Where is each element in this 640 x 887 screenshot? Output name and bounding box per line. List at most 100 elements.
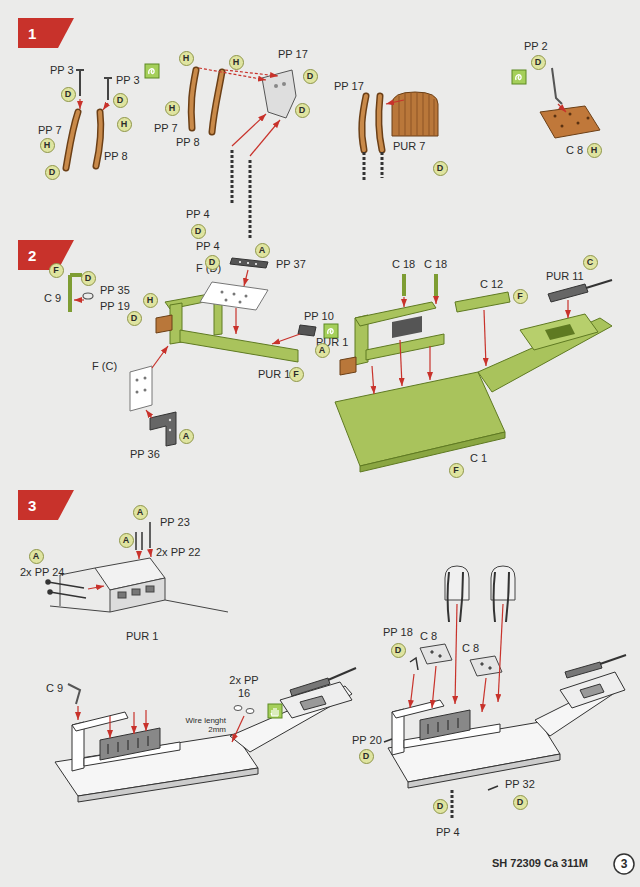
paint-code-badge: F (449, 463, 464, 478)
flag-shape (18, 18, 74, 48)
seat-cushion (540, 106, 600, 138)
green-part (68, 684, 80, 704)
badge-circle (255, 243, 269, 257)
assembly-arrow (152, 346, 168, 368)
part-label: C 12 (480, 278, 503, 291)
badge-circle (205, 255, 219, 269)
part-label: PP 19 (100, 300, 130, 313)
belt-chain (364, 152, 382, 180)
seat-cushion (420, 644, 502, 676)
etched-panel (239, 261, 241, 263)
badge-circle (127, 311, 141, 325)
instrument-block (392, 316, 422, 338)
cockpit-assembly (78, 768, 258, 802)
part-label: 2x PP 16 (224, 674, 264, 699)
cockpit-assembly (108, 736, 148, 754)
paint-code-badge: D (45, 165, 60, 180)
paint-code: H (183, 53, 190, 63)
paint-code: A (183, 431, 190, 441)
assembly-arrow (250, 120, 280, 156)
part-label: PUR 1 (258, 368, 290, 381)
paint-code: D (437, 163, 444, 173)
part-label: PP 7 (154, 122, 178, 135)
small-ring (83, 293, 93, 299)
part-label: PP 17 (334, 80, 364, 93)
assembly-arrow (482, 678, 486, 712)
seat-belt-strap (212, 72, 222, 132)
cockpit-detail (110, 578, 165, 612)
cockpit-detail (50, 568, 228, 612)
paint-code: A (259, 245, 266, 255)
seat-cushion (439, 655, 441, 657)
assembly-arrow (225, 70, 278, 76)
cockpit-assembly (300, 696, 326, 710)
part-label: C 8 (566, 144, 583, 157)
paint-code-badge: A (133, 505, 148, 520)
assembly-arrow (372, 366, 374, 394)
badge-circle (133, 505, 147, 519)
belt-frame (262, 70, 296, 118)
paint-code-badge: C (583, 255, 598, 270)
decal-panel (200, 282, 268, 310)
paint-code: F (517, 291, 523, 301)
decal-panel (225, 299, 228, 302)
decal-panel (245, 295, 248, 298)
seat-back (399, 92, 434, 136)
part-label: PP 23 (160, 516, 190, 529)
paint-code: D (195, 226, 202, 236)
part-label: C 1 (470, 452, 487, 465)
paint-code: D (307, 71, 314, 81)
cockpit-assembly (420, 710, 470, 740)
cockpit-detail (118, 592, 126, 598)
paint-code-badge: H (587, 143, 602, 158)
gun-part (586, 280, 612, 288)
cockpit-assembly (100, 728, 160, 760)
cockpit-assembly (55, 668, 356, 802)
cockpit-assembly (392, 700, 444, 718)
step-flag: 3 (18, 490, 74, 520)
seat-belt-strap (96, 112, 101, 166)
seat-cushion (431, 651, 433, 653)
badge-circle (179, 429, 193, 443)
assembly-arrow (567, 300, 568, 318)
green-part (70, 275, 82, 312)
paint-code: D (49, 167, 56, 177)
paint-code: F (453, 465, 459, 475)
badge-circle (61, 87, 75, 101)
paint-code-badge: H (179, 51, 194, 66)
badge-circle (179, 51, 193, 65)
lens-part (234, 706, 242, 711)
assembly-arrow (133, 712, 134, 734)
paint-code-badge: A (315, 343, 330, 358)
decal-panel (200, 282, 268, 310)
paint-code: H (121, 119, 128, 129)
part-label: PP 8 (176, 136, 200, 149)
paint-code: H (233, 57, 240, 67)
badge-circle (81, 271, 95, 285)
seat-lever (552, 68, 562, 104)
paint-code-badge: D (531, 55, 546, 70)
assembly-arrow (484, 310, 486, 366)
etched-panel (230, 258, 268, 268)
paint-code: D (535, 57, 542, 67)
cockpit-detail (132, 589, 140, 595)
lens-part (246, 709, 254, 714)
paint-code: D (131, 313, 138, 323)
badge-circle (315, 343, 329, 357)
glue-icon (516, 75, 521, 80)
belt-chain (232, 150, 382, 240)
small-pin (384, 658, 498, 790)
paint-code-badge: A (179, 429, 194, 444)
paint-code: D (209, 257, 216, 267)
assembly-arrow (77, 706, 78, 720)
seat-belt-strap (66, 70, 382, 168)
paint-code-badge: A (119, 533, 134, 548)
paint-code: F (53, 265, 59, 275)
paint-code: D (65, 89, 72, 99)
badge-circle (113, 93, 127, 107)
paint-code-badge: H (229, 55, 244, 70)
part-label: PUR 7 (393, 140, 425, 153)
seat-belt-strap (379, 96, 382, 150)
paint-code-badge: H (117, 117, 132, 132)
